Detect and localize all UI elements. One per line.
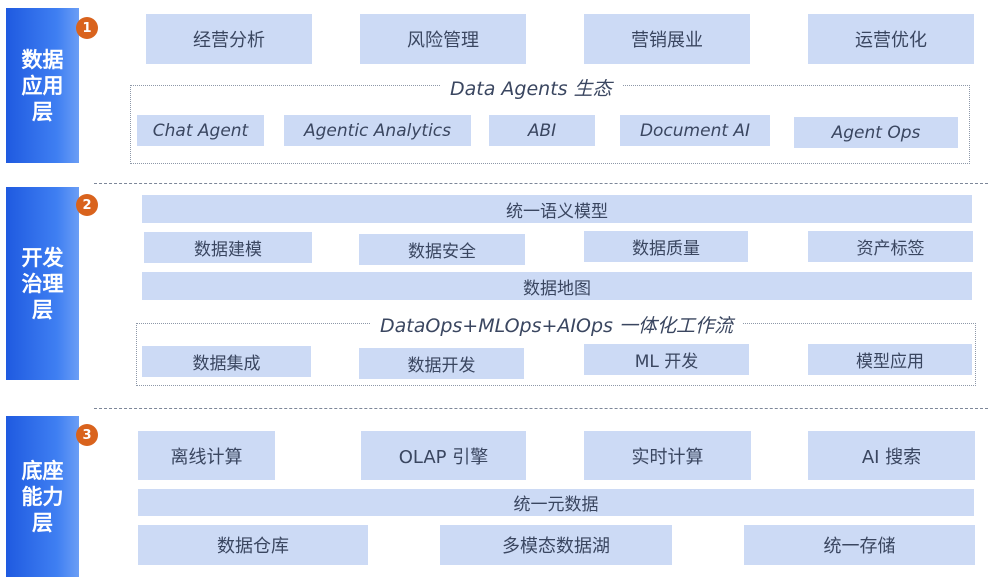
app-box-business-analysis: 经营分析 (146, 14, 312, 64)
base-box-realtime-compute: 实时计算 (584, 431, 751, 480)
dev-box-data-quality: 数据质量 (584, 231, 748, 262)
agent-box-chat: Chat Agent (137, 115, 264, 146)
agent-box-agent-ops: Agent Ops (794, 117, 958, 148)
app-box-risk-management: 风险管理 (360, 14, 526, 64)
layer-separator-2 (94, 408, 988, 409)
base-box-multimodal-lake: 多模态数据湖 (440, 525, 672, 565)
app-box-marketing: 营销展业 (584, 14, 750, 64)
layer-separator-1 (94, 183, 988, 184)
layer-badge-2: 2 (76, 194, 98, 216)
layer-label-development: 开发 治理 层 (6, 187, 79, 380)
base-box-ai-search: AI 搜索 (808, 431, 975, 480)
agent-box-agentic-analytics: Agentic Analytics (284, 115, 471, 146)
layer-badge-3: 3 (76, 424, 98, 446)
semantic-model-bar: 统一语义模型 (142, 195, 972, 223)
unified-metadata-bar: 统一元数据 (138, 489, 974, 516)
ops-box-ml-development: ML 开发 (584, 344, 749, 375)
dev-box-data-security: 数据安全 (359, 234, 525, 265)
layer-label-foundation: 底座 能力 层 (6, 416, 79, 577)
ops-box-data-development: 数据开发 (359, 348, 524, 379)
ops-workflow-group-title: DataOps+MLOps+AIOps 一体化工作流 (370, 311, 743, 338)
ops-box-data-integration: 数据集成 (142, 346, 311, 377)
dev-box-asset-tags: 资产标签 (808, 231, 973, 262)
layer-badge-1: 1 (76, 17, 98, 39)
app-box-operations: 运营优化 (808, 14, 974, 64)
base-box-olap-engine: OLAP 引擎 (361, 431, 526, 480)
dev-box-data-modeling: 数据建模 (144, 232, 312, 263)
agent-box-abi: ABI (489, 115, 595, 146)
ops-box-model-application: 模型应用 (808, 344, 972, 375)
data-agents-group-title: Data Agents 生态 (440, 74, 622, 101)
base-box-data-warehouse: 数据仓库 (138, 525, 368, 565)
data-map-bar: 数据地图 (142, 272, 972, 300)
base-box-unified-storage: 统一存储 (744, 525, 975, 565)
layer-label-application: 数据 应用 层 (6, 8, 79, 163)
agent-box-document-ai: Document AI (620, 115, 770, 146)
base-box-offline-compute: 离线计算 (138, 431, 275, 480)
